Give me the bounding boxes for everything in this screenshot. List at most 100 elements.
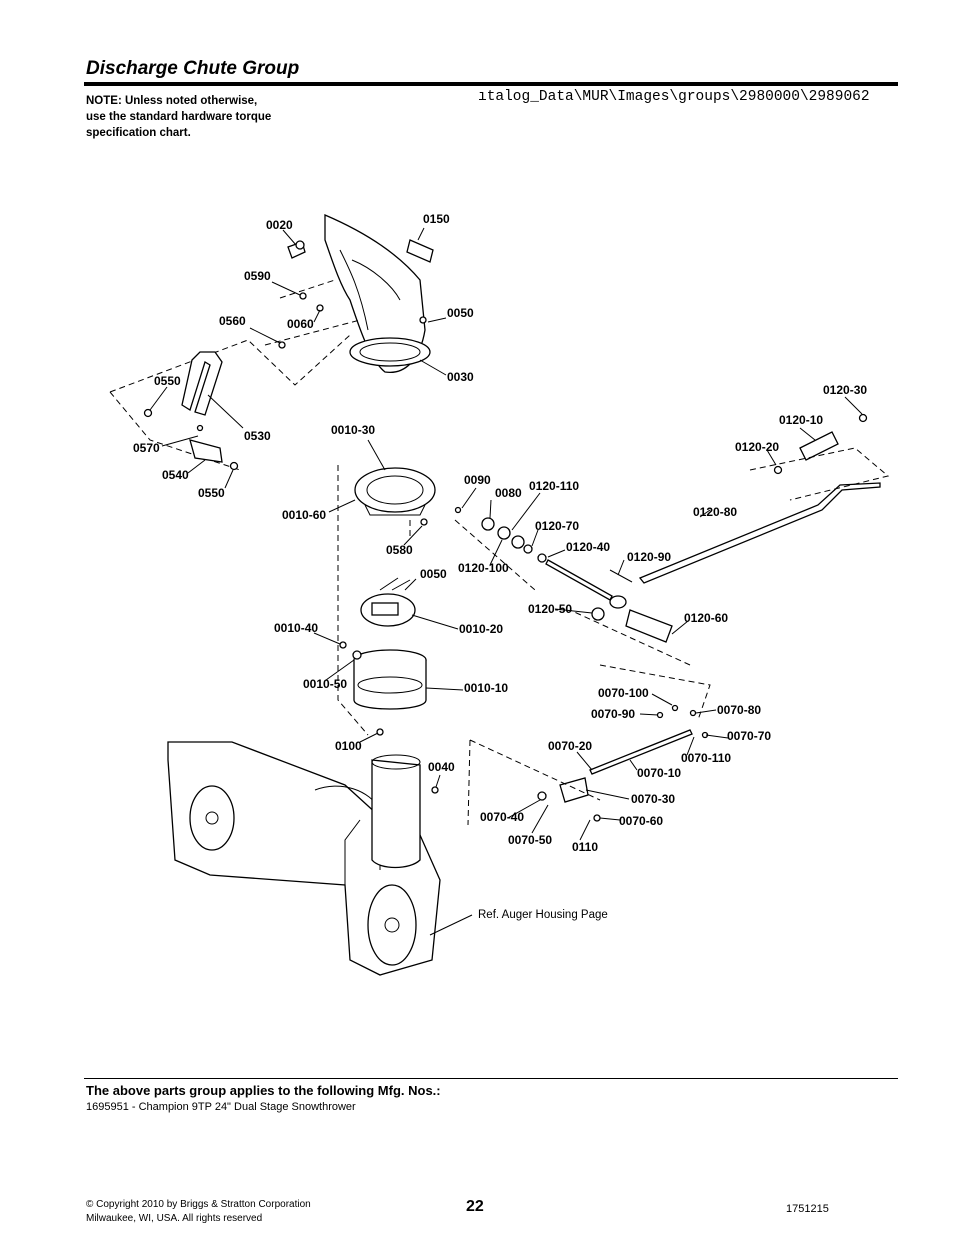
nut-part xyxy=(858,413,868,423)
part-label: 0550 xyxy=(154,374,181,388)
document-number: 1751215 xyxy=(786,1203,829,1215)
washer-part xyxy=(773,465,783,475)
chute-opening-part xyxy=(371,754,421,869)
part-label: 0120-60 xyxy=(684,611,728,625)
note-line: specification chart. xyxy=(86,127,191,139)
washer-part xyxy=(481,517,495,531)
part-label: 0120-20 xyxy=(735,440,779,454)
nut-part xyxy=(431,786,439,794)
nut-part xyxy=(278,341,286,349)
applies-heading: The above parts group applies to the fol… xyxy=(86,1083,441,1098)
torque-note: NOTE: Unless noted otherwise, use the st… xyxy=(86,93,306,141)
page-title: Discharge Chute Group xyxy=(86,58,300,79)
part-label: 0120-90 xyxy=(627,550,671,564)
copyright-line: Milwaukee, WI, USA. All rights reserved xyxy=(86,1213,263,1224)
note-line: NOTE: Unless noted otherwise, xyxy=(86,95,258,107)
washer-part xyxy=(511,535,525,549)
part-label: 0060 xyxy=(287,317,314,331)
part-label: 0030 xyxy=(447,370,474,384)
bolt-part xyxy=(376,728,384,736)
part-label: 0010-40 xyxy=(274,621,318,635)
part-label: 0080 xyxy=(495,486,522,500)
copyright-line: © Copyright 2010 by Briggs & Stratton Co… xyxy=(86,1199,311,1210)
part-label: 0070-100 xyxy=(598,686,649,700)
part-label: 0120-100 xyxy=(458,561,509,575)
part-label: 0070-110 xyxy=(681,751,731,765)
part-label: 0070-40 xyxy=(480,810,524,824)
part-label: 0580 xyxy=(386,543,413,557)
bolt-part xyxy=(656,711,664,719)
part-label: 0010-10 xyxy=(464,681,508,695)
part-label: 0560 xyxy=(219,314,246,328)
part-label: 0090 xyxy=(464,473,491,487)
nut-part xyxy=(593,814,601,822)
bolt-part xyxy=(419,316,427,324)
pin-part xyxy=(609,569,633,583)
part-label: 0550 xyxy=(198,486,225,500)
link-rod-part xyxy=(589,729,693,775)
part-label: 0530 xyxy=(244,429,271,443)
part-label: 0540 xyxy=(162,468,189,482)
part-label: 0070-10 xyxy=(637,766,681,780)
washer-part xyxy=(523,544,533,554)
spring-part xyxy=(537,791,547,801)
part-label: 0120-40 xyxy=(566,540,610,554)
part-label: 0150 xyxy=(423,212,450,226)
bolt-part xyxy=(671,704,679,712)
part-label: 0070-60 xyxy=(619,814,663,828)
page-number: 22 xyxy=(466,1198,484,1215)
part-label: 0070-80 xyxy=(717,703,761,717)
part-label: 0070-50 xyxy=(508,833,552,847)
washer-part xyxy=(299,292,307,300)
part-label: 0010-30 xyxy=(331,423,375,437)
discharge-chute-part xyxy=(324,214,431,373)
part-label: 0100 xyxy=(335,739,362,753)
part-label: 0120-80 xyxy=(693,505,737,519)
grip-part xyxy=(625,609,673,643)
handle-bracket-part xyxy=(189,424,223,463)
part-label: 0070-30 xyxy=(631,792,675,806)
washer-part xyxy=(352,650,362,660)
link-bracket-part xyxy=(559,777,589,803)
washer-part xyxy=(537,553,547,563)
coupler-part xyxy=(609,595,627,609)
chute-decal-part xyxy=(406,239,434,263)
gear-part xyxy=(497,526,511,540)
part-label: 0120-10 xyxy=(779,413,823,427)
footer-rule xyxy=(84,1078,898,1079)
part-label: 0120-30 xyxy=(823,383,867,397)
reference-note: Ref. Auger Housing Page xyxy=(478,909,608,921)
nut-part xyxy=(143,408,153,418)
part-label: 0070-90 xyxy=(591,707,635,721)
model-line: 1695951 - Champion 9TP 24" Dual Stage Sn… xyxy=(86,1101,356,1113)
part-label: 0070-20 xyxy=(548,739,592,753)
worm-shaft-part xyxy=(545,559,613,601)
nut-part xyxy=(689,709,697,717)
part-label: 0050 xyxy=(420,567,447,581)
note-line: use the standard hardware torque xyxy=(86,111,272,123)
part-label: 0070-70 xyxy=(727,729,771,743)
part-label: 0040 xyxy=(428,760,455,774)
chute-ring-part xyxy=(354,467,436,516)
crank-rod-part xyxy=(638,482,881,584)
image-file-path: ıtalog_Data\MUR\Images\groups\2980000\29… xyxy=(478,89,870,105)
part-label: 0570 xyxy=(133,441,160,455)
part-label: 0120-70 xyxy=(535,519,579,533)
deflector-handle-part xyxy=(181,351,223,416)
part-label: 0120-110 xyxy=(529,479,579,493)
bolt-part xyxy=(420,518,428,526)
bushing-part xyxy=(591,607,605,621)
part-label: 0050 xyxy=(447,306,474,320)
part-label: 0110 xyxy=(572,840,598,854)
chute-knob-part xyxy=(287,240,306,259)
part-label: 0120-50 xyxy=(528,602,572,616)
part-label: 0010-60 xyxy=(282,508,326,522)
part-label: 0010-20 xyxy=(459,622,503,636)
bolt-part xyxy=(339,641,347,649)
auger-housing-part xyxy=(167,741,441,976)
chute-bracket-part xyxy=(360,577,416,627)
part-label: 0590 xyxy=(244,269,271,283)
leader-lines xyxy=(149,227,863,936)
rod-grip-part xyxy=(799,431,839,461)
